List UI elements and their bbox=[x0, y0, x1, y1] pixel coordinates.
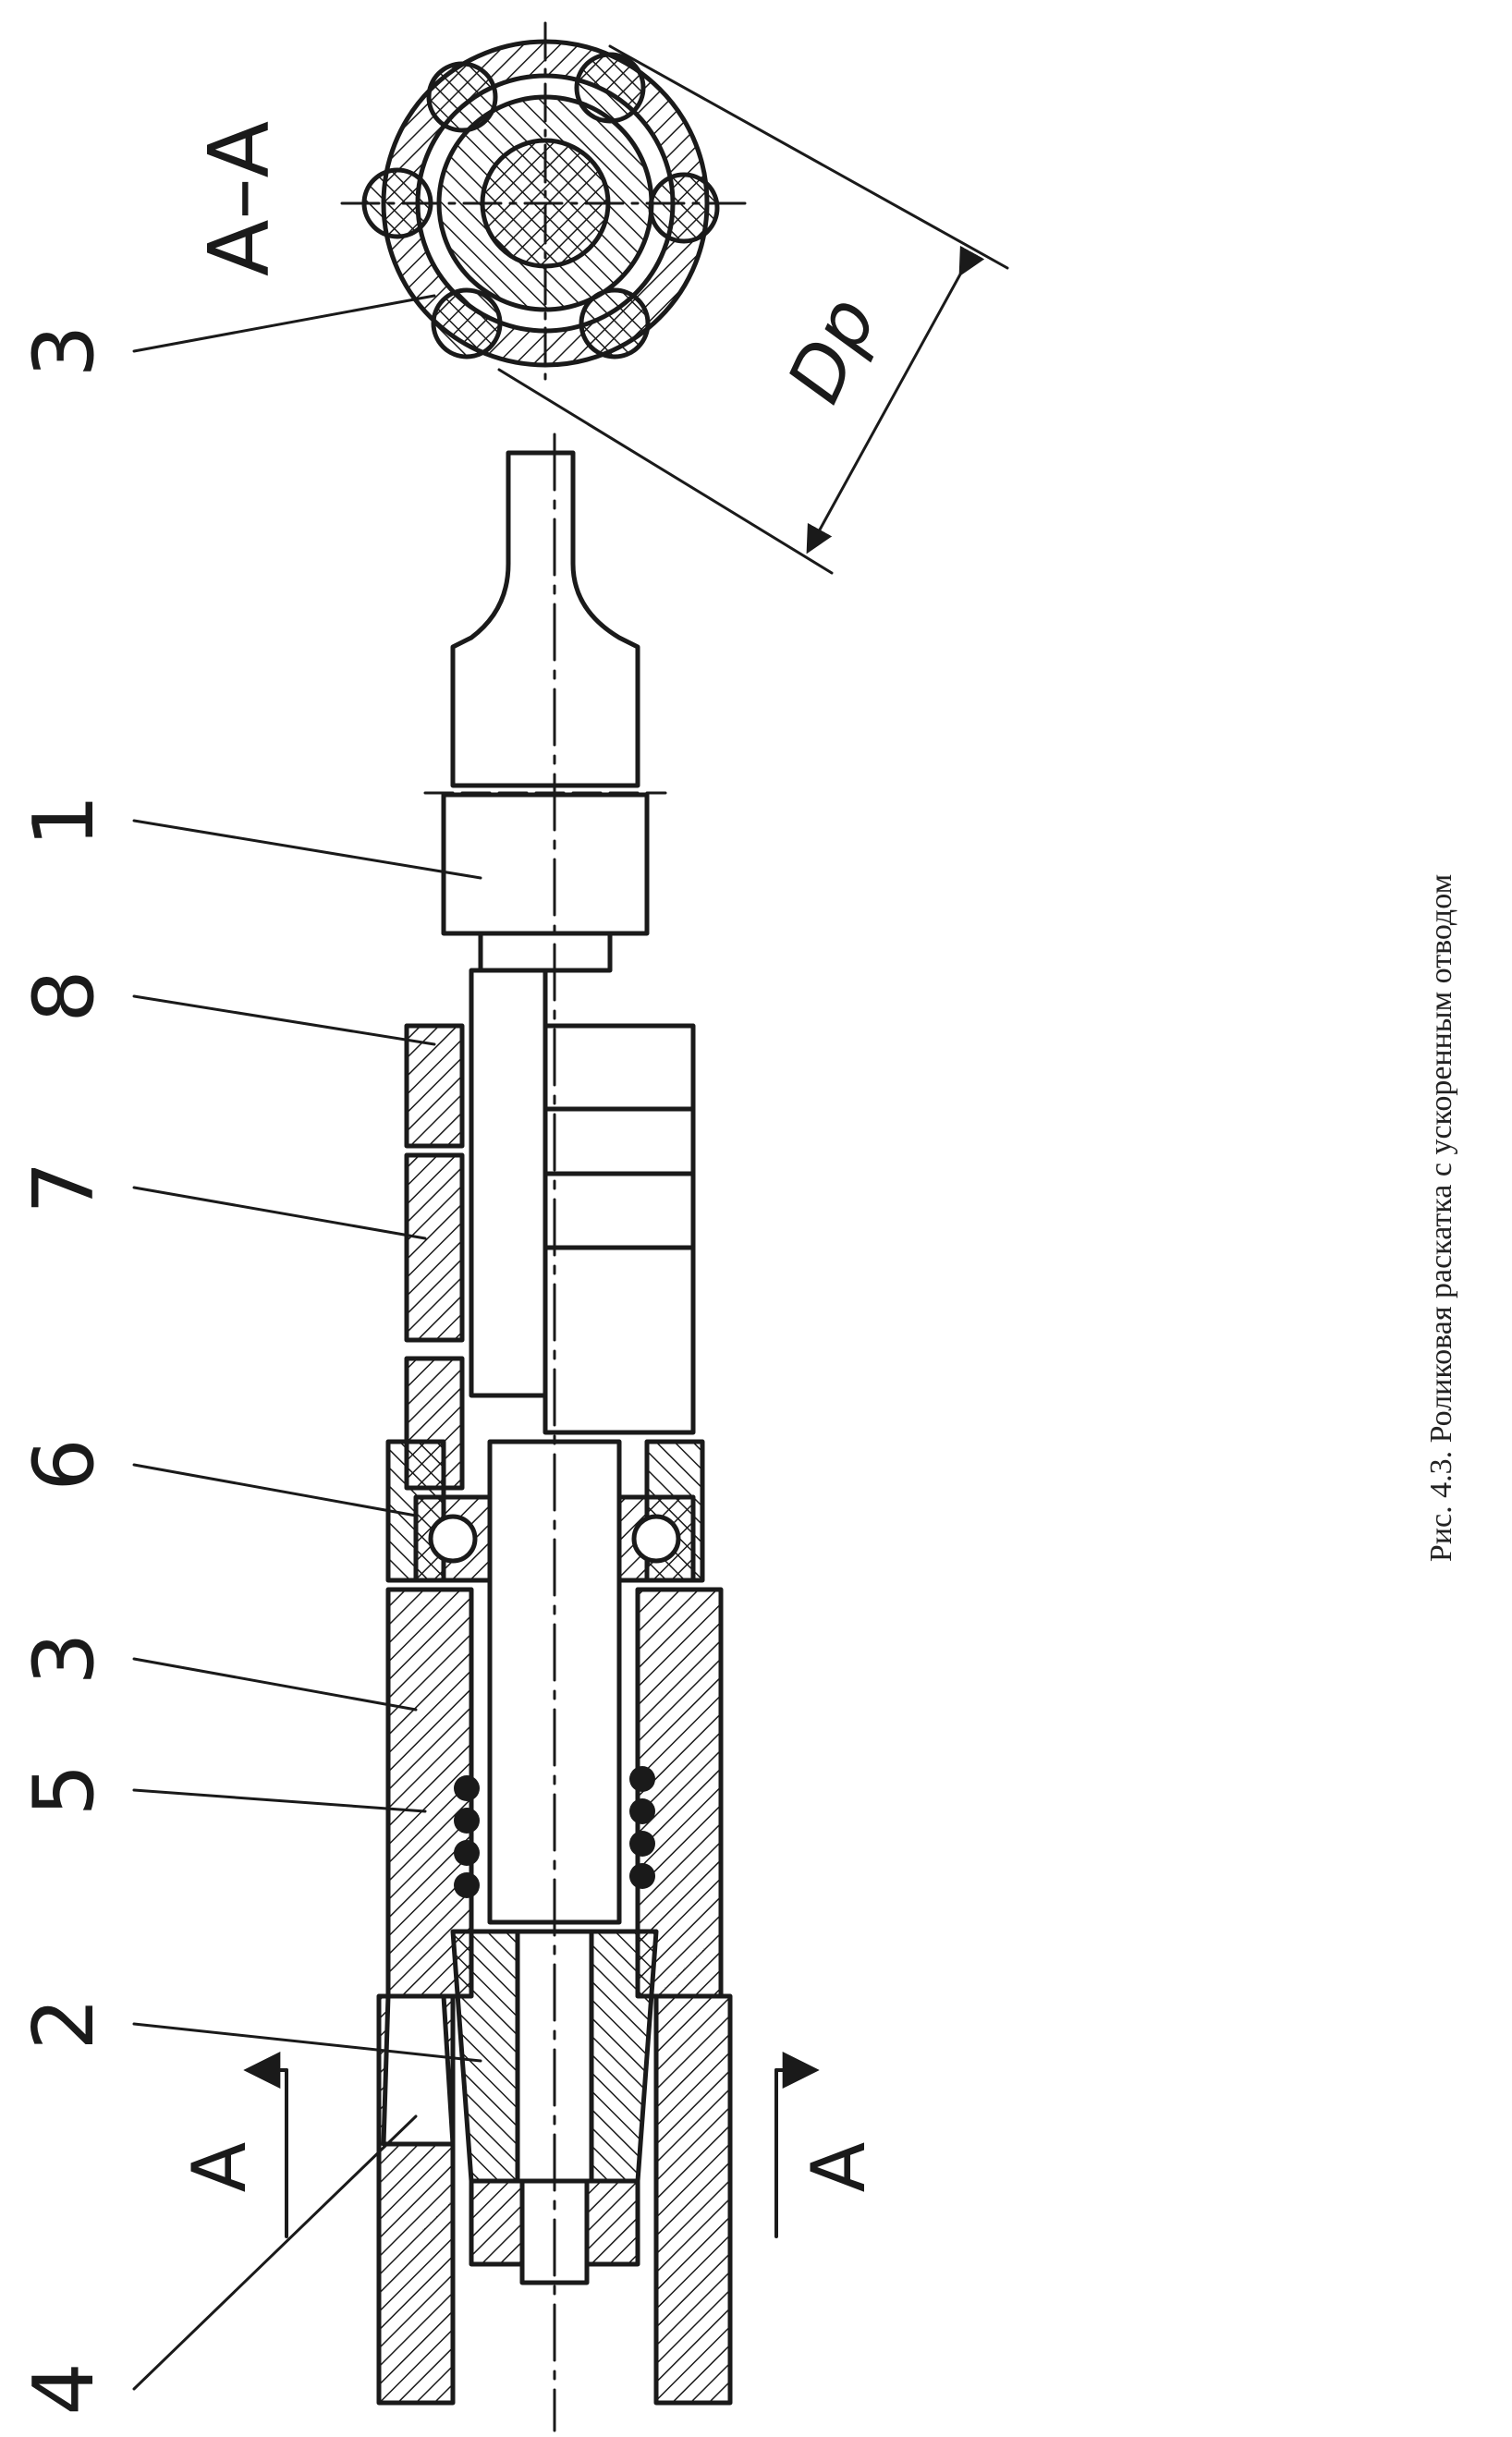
callout-5: 5 bbox=[16, 1763, 113, 1816]
section-a-a-view bbox=[340, 21, 1009, 575]
section-marker-right: A bbox=[796, 2141, 882, 2192]
shank-part-1 bbox=[423, 450, 667, 973]
dimension-label: Dр bbox=[771, 285, 893, 415]
callout-6: 6 bbox=[16, 1438, 113, 1491]
callout-4: 4 bbox=[16, 2362, 113, 2415]
callout-2: 2 bbox=[16, 1997, 113, 2050]
callout-3-section: 3 bbox=[16, 324, 113, 377]
main-body bbox=[243, 433, 820, 2432]
callout-3-body: 3 bbox=[16, 1632, 113, 1685]
leader-lines bbox=[132, 294, 482, 2391]
section-title: A–A bbox=[191, 121, 288, 276]
callout-8: 8 bbox=[16, 969, 113, 1022]
section-marker-left: A bbox=[177, 2141, 262, 2192]
callout-1: 1 bbox=[16, 794, 113, 847]
callout-7: 7 bbox=[16, 1161, 113, 1213]
figure-caption: Рис. 4.3. Роликовая раскатка с ускоренны… bbox=[1424, 873, 1458, 1563]
